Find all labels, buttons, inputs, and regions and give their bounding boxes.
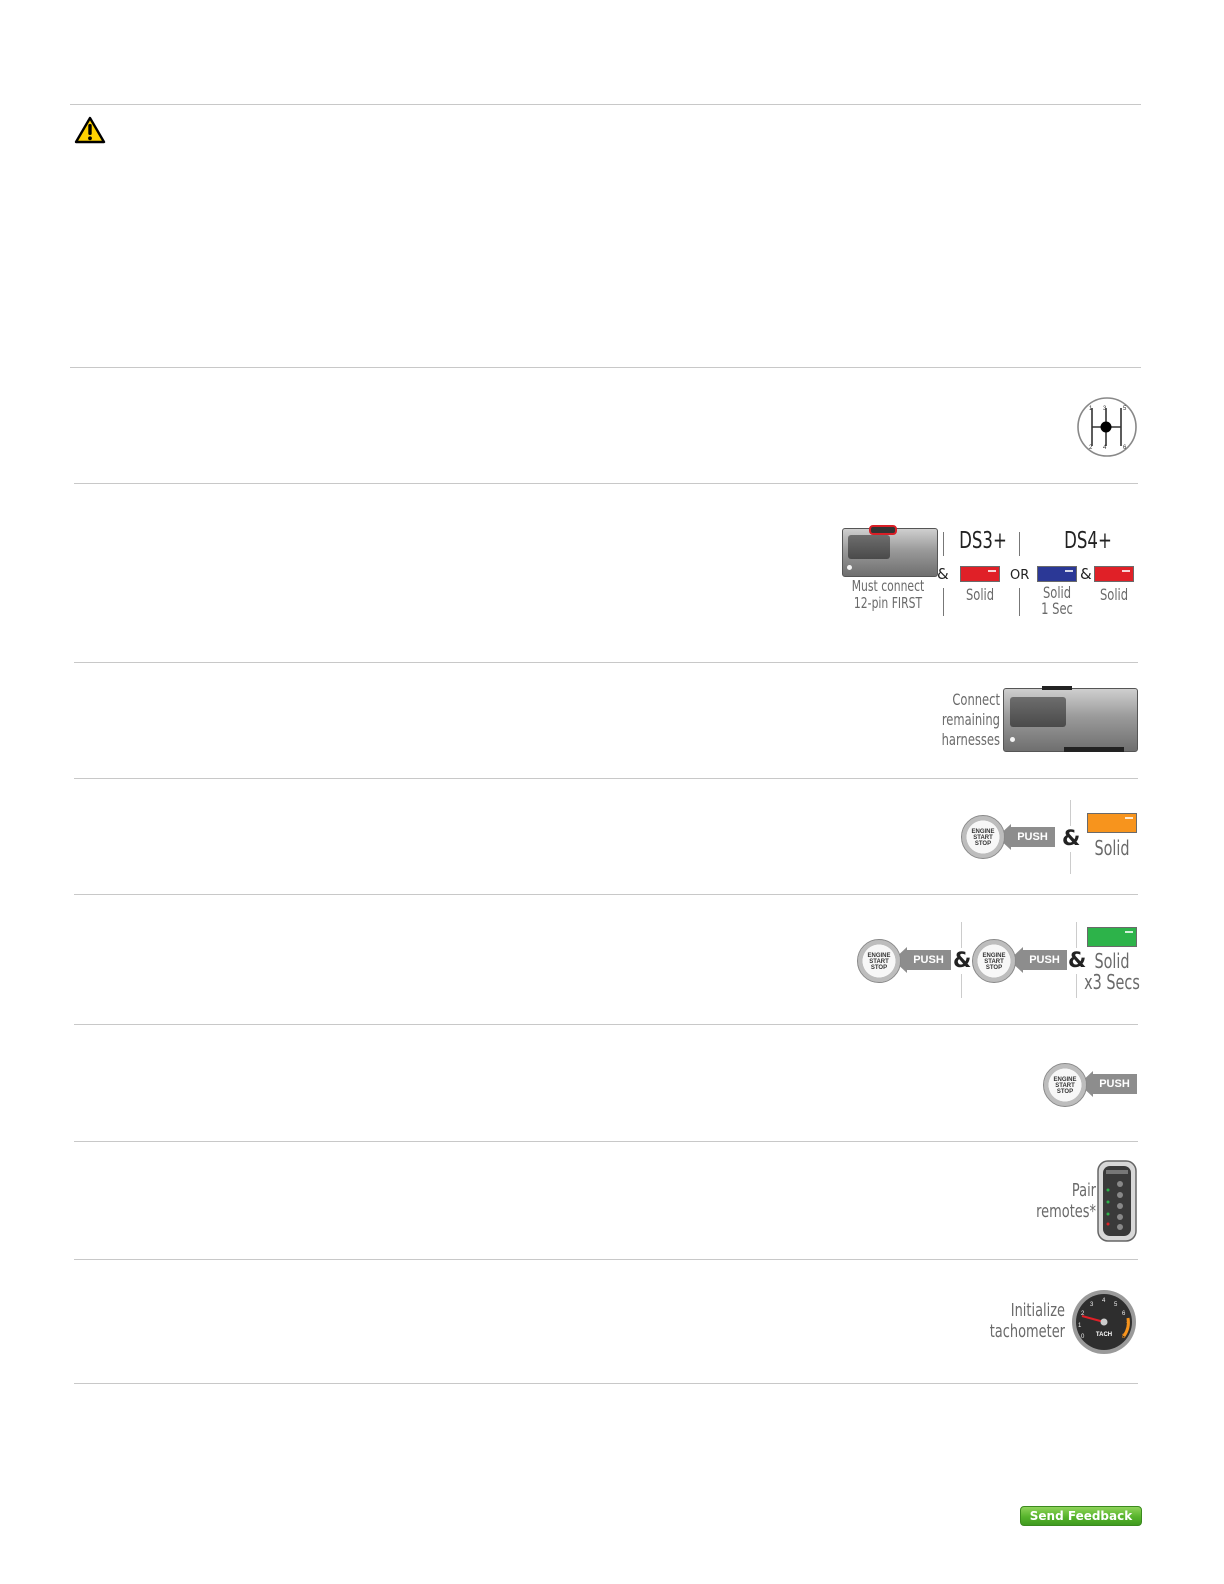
remote-start-module-image (842, 525, 938, 577)
initialize-tachometer-caption: Initialize tachometer (989, 1300, 1065, 1342)
engine-start-stop-button-icon: ENGINE START STOP (961, 815, 1005, 859)
top-rule (70, 104, 1141, 105)
section-rule (74, 483, 1138, 484)
section-rule (74, 1383, 1138, 1384)
and-symbol: & (1068, 948, 1087, 972)
pair-remotes-caption: Pair remotes* (1036, 1180, 1096, 1222)
or-label: OR (1010, 568, 1030, 583)
led-orange-label: Solid (1094, 836, 1130, 860)
engine-start-stop-button-icon: ENGINE START STOP (1043, 1063, 1087, 1107)
section-rule (74, 662, 1138, 663)
section-rule (74, 778, 1138, 779)
gear-shift-pattern-icon: 1 3 5 2 4 6 (1077, 397, 1137, 457)
module-caption: Must connect 12-pin FIRST (851, 577, 925, 612)
ds4-led-blue (1037, 566, 1077, 582)
engine-start-stop-button-icon: ENGINE START STOP (857, 939, 901, 983)
and-symbol: & (1080, 565, 1092, 583)
and-symbol: & (1062, 826, 1081, 850)
push-arrow: PUSH x2 (1009, 947, 1067, 986)
connect-harnesses-caption: Connect remaining harnesses (941, 690, 1000, 749)
led-orange (1087, 813, 1137, 833)
gauge-number: 7 (1126, 1323, 1130, 1329)
ds4-led-red (1094, 566, 1134, 582)
push-arrow: PUSH x2 (997, 824, 1055, 863)
push-arrow: PUSH x1 (1079, 1071, 1137, 1110)
ds3-led-label: Solid (965, 585, 995, 604)
push-arrow: PUSH x1 (893, 947, 951, 986)
section-rule (70, 367, 1141, 368)
section-rule (74, 1259, 1138, 1260)
section-rule (74, 1024, 1138, 1025)
gauge-number: 8 (1122, 1334, 1126, 1340)
led-green (1087, 927, 1137, 947)
engine-start-stop-button-icon: ENGINE START STOP (972, 939, 1016, 983)
ds3-label: DS3+ (959, 528, 1007, 554)
ds4-led-blue-label: Solid 1 Sec (1041, 583, 1073, 618)
gauge-number: 5 (1114, 1302, 1118, 1308)
tachometer-gauge-icon: 0 1 2 3 4 5 6 7 8 TACH (1072, 1290, 1136, 1354)
ds3-led-red (960, 566, 1000, 582)
send-feedback-button[interactable]: Send Feedback (1020, 1506, 1142, 1526)
gauge-number: 1 (1078, 1323, 1082, 1329)
ds4-label: DS4+ (1064, 528, 1112, 554)
gauge-number: 3 (1090, 1302, 1094, 1308)
remote-control-icon (1097, 1160, 1137, 1242)
gear-number: 5 (1123, 406, 1127, 412)
gauge-number: 0 (1081, 1334, 1085, 1340)
gear-number: 6 (1123, 445, 1127, 451)
led-green-label: Solid x3 Secs (1084, 949, 1140, 994)
gear-number: 2 (1089, 445, 1093, 451)
12-pin-connector-highlight (869, 525, 897, 535)
and-symbol: & (953, 948, 972, 972)
section-rule (74, 894, 1138, 895)
gear-number: 1 (1089, 406, 1093, 412)
gear-number: 4 (1103, 445, 1107, 451)
gauge-number: 4 (1102, 1298, 1106, 1304)
remote-start-module-image (1003, 686, 1138, 752)
ds4-led-red-label: Solid (1099, 585, 1129, 604)
warning-icon (74, 116, 106, 144)
gauge-label: TACH (1096, 1332, 1112, 1338)
gauge-number: 2 (1081, 1311, 1085, 1317)
gauge-number: 6 (1122, 1311, 1126, 1317)
and-symbol: & (937, 565, 949, 583)
gear-number: 3 (1103, 406, 1107, 412)
section-rule (74, 1141, 1138, 1142)
